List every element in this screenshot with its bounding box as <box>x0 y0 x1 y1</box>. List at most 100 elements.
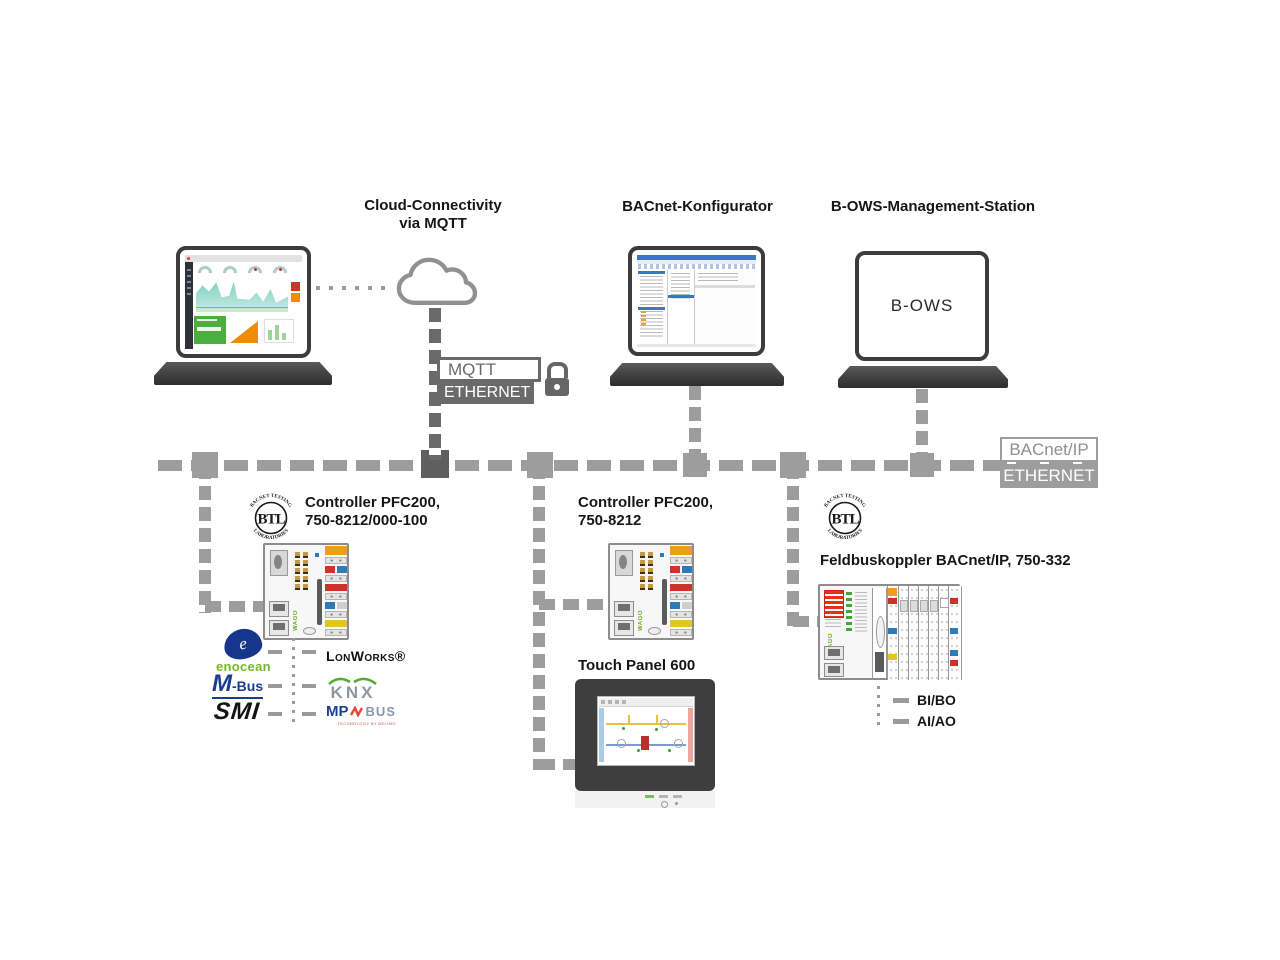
hmi-pump <box>617 739 626 748</box>
hmi-status-dot <box>637 749 640 752</box>
hmi-toolbar <box>599 698 693 707</box>
heading-konfigurator: BACnet-Konfigurator <box>622 198 773 215</box>
dashboard-screenshot <box>185 255 302 349</box>
mini-bar-chart <box>264 319 294 343</box>
knx-text: KNX <box>331 683 376 702</box>
io-module-gray <box>682 602 692 609</box>
cloud-icon <box>396 257 478 305</box>
lock-icon <box>545 362 569 396</box>
latch-oval <box>876 616 885 648</box>
hmi-status-dot <box>668 749 671 752</box>
coupler-latch-column <box>872 588 887 678</box>
panel-button <box>661 801 668 808</box>
status-led-blue <box>660 553 664 557</box>
controller1-title-line1: Controller PFC200, <box>305 494 441 511</box>
bows-screen-label: B-OWS <box>890 296 954 315</box>
bows-laptop-screen: B-OWS <box>855 251 989 361</box>
io-dotted-line <box>877 686 880 730</box>
protocol-dotted-line <box>292 638 295 726</box>
io-chip-red <box>888 598 897 604</box>
btl-center-text: BTL <box>257 512 285 528</box>
io-slat <box>908 586 919 680</box>
svg-text:BACNET TESTING: BACNET TESTING <box>824 494 866 509</box>
io-module-yellow <box>325 620 347 627</box>
konfigurator-screenshot <box>637 255 756 347</box>
tree-icons <box>641 311 646 327</box>
grid-header <box>695 285 755 288</box>
led-column <box>295 552 300 592</box>
latch-bar <box>875 652 884 672</box>
svg-text:BACNET TESTING: BACNET TESTING <box>250 494 292 509</box>
mpbus-logo: MP BUS TECHNOLOGY BY BELIMO <box>326 703 396 726</box>
knx-logo: KNX <box>328 677 377 702</box>
led-column <box>648 552 653 592</box>
ethernet-port-2 <box>824 663 844 677</box>
gauge-2 <box>223 266 237 273</box>
status-chip-red <box>291 282 300 291</box>
bar <box>268 330 272 340</box>
wago-logo: WAGO <box>293 610 299 631</box>
kpi-title-line <box>197 319 217 321</box>
io-chip-gray <box>920 600 928 612</box>
hmi-status-dot <box>622 727 625 730</box>
mp-text: MP <box>326 703 349 720</box>
menu-bar <box>637 260 756 264</box>
ethernet-port-2 <box>614 620 634 636</box>
io-slat <box>938 586 949 680</box>
btl-arc-bottom: LABORATORIES <box>252 528 290 541</box>
io-dash <box>893 719 909 724</box>
io-chip-gray <box>930 600 938 612</box>
io-clamp <box>325 593 347 600</box>
gauge-3 <box>248 266 262 273</box>
protocol-dash <box>302 712 316 716</box>
gauge-4 <box>273 266 287 273</box>
controller2-device: WAGO <box>608 543 694 640</box>
controller2-title: Controller PFC200, 750-8212 <box>578 494 713 530</box>
mbus-m: M <box>212 670 232 697</box>
io-clamp <box>670 629 692 636</box>
reset-button <box>303 627 316 635</box>
konfigurator-laptop-base <box>610 363 784 386</box>
bows-laptop-base <box>838 366 1008 388</box>
bacnet-ip-tag: BACnet/IP <box>1000 437 1098 462</box>
browser-dot <box>187 257 190 260</box>
browser-bar <box>185 255 302 262</box>
io-dash <box>893 698 909 703</box>
io-chip-gray <box>910 600 918 612</box>
coupler-io-strip <box>887 586 962 680</box>
io-module-orange <box>670 546 692 555</box>
hmi-pump <box>660 719 669 728</box>
tree-selected-row-1 <box>638 271 665 274</box>
bibo-label: BI/BO <box>917 692 956 708</box>
io-chip-orange <box>888 588 897 596</box>
gauge-4-needle <box>279 268 282 271</box>
io-chip-red <box>950 598 958 604</box>
io-module-red <box>325 566 335 573</box>
dsub-pins <box>619 555 627 569</box>
aiao-label: AI/AO <box>917 713 956 729</box>
protocol-dash <box>302 684 316 688</box>
enocean-logo: e enocean <box>216 626 271 674</box>
btl-arc-top: BACNET TESTING <box>250 494 292 509</box>
controller2-title-line2: 750-8212 <box>578 512 642 529</box>
mqtt-tag: MQTT <box>437 357 541 382</box>
heading-bows: B-OWS-Management-Station <box>830 198 1036 215</box>
io-clamp <box>325 629 347 636</box>
gauge-3-needle <box>254 268 257 271</box>
touch-panel-frame <box>575 679 715 791</box>
io-module-blue <box>325 602 335 609</box>
bows-screenshot: B-OWS <box>864 260 980 352</box>
svg-text:LABORATORIES: LABORATORIES <box>252 528 290 541</box>
ethernet-port-1 <box>269 601 289 617</box>
heading-cloud-line2: via MQTT <box>399 215 467 232</box>
io-clamp <box>670 575 692 582</box>
coupler-label-lines <box>825 619 841 629</box>
ethernet-port-1 <box>614 601 634 617</box>
latch-bar <box>662 579 667 625</box>
coupler-title: Feldbuskoppler BACnet/IP, 750-332 <box>820 552 1071 569</box>
mp-bus-text: BUS <box>365 704 396 719</box>
heading-cloud: Cloud-Connectivity via MQTT <box>338 197 528 233</box>
io-module-gray <box>337 602 347 609</box>
ethernet-tag: ETHERNET <box>437 382 534 404</box>
panel-button-small <box>675 802 678 805</box>
